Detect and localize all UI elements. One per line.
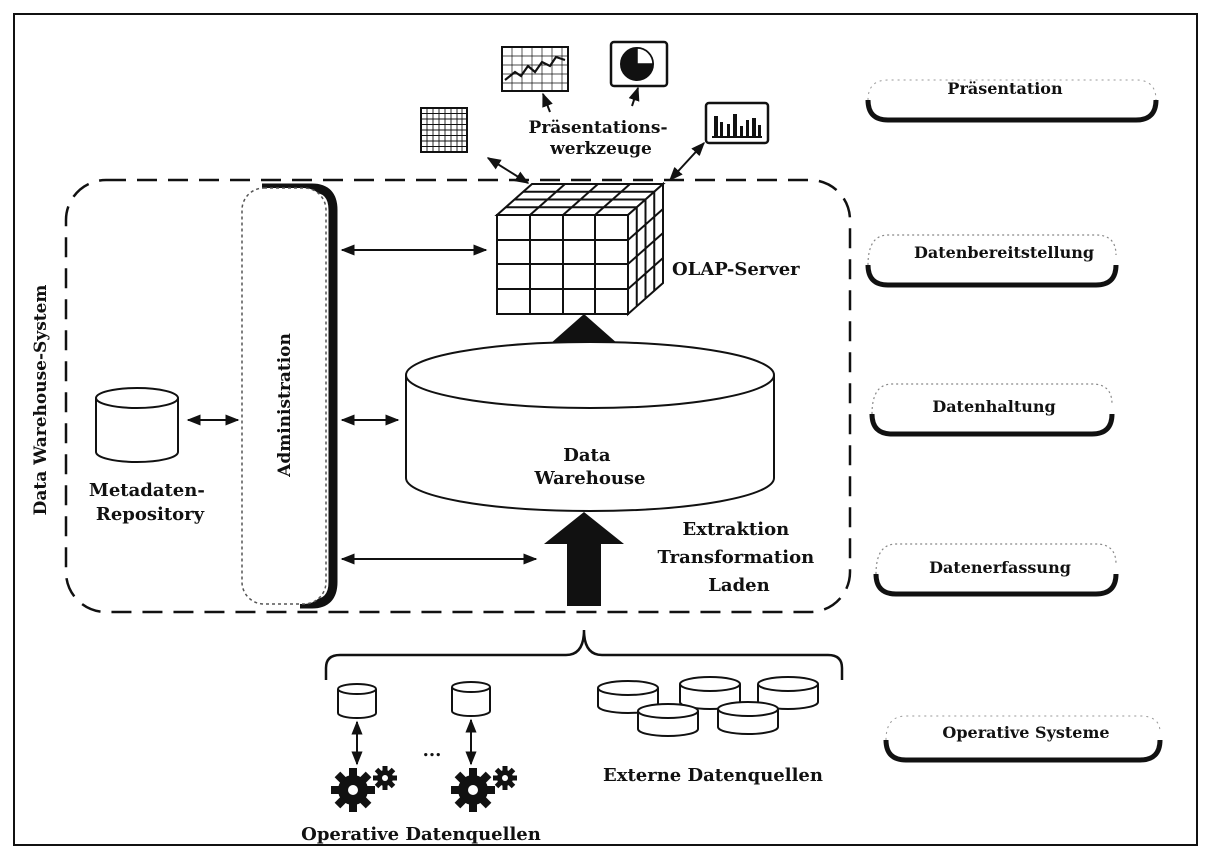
administration-label: Administration — [275, 333, 295, 478]
sources-brace — [324, 629, 844, 680]
operative-source-1 — [331, 683, 397, 812]
svg-text:Datenerfassung: Datenerfassung — [929, 558, 1071, 577]
gear-icon — [493, 766, 517, 790]
svg-text:Präsentation: Präsentation — [947, 79, 1063, 98]
layer-datenbereitstellung: Datenbereitstellung — [865, 234, 1119, 288]
system-boundary — [64, 178, 852, 614]
svg-text:Datenbereitstellung: Datenbereitstellung — [914, 243, 1094, 262]
svg-text:Operative Systeme: Operative Systeme — [942, 723, 1109, 742]
gear-icon — [373, 766, 397, 790]
administration-pillar — [241, 183, 338, 609]
metadata-repository-cylinder — [95, 387, 179, 463]
olap-server-label: OLAP-Server — [672, 259, 800, 280]
layer-datenerfassung: Datenerfassung — [873, 543, 1119, 597]
operative-source-2 — [451, 681, 517, 812]
metadata-repository-label: Metadaten- Repository — [89, 480, 211, 525]
etl-arrow — [544, 512, 624, 606]
etl-label: Extraktion Transformation Laden — [658, 519, 821, 596]
pie-chart-icon — [609, 40, 669, 88]
gear-icon — [331, 768, 375, 812]
outer-frame — [13, 13, 1198, 846]
bar-chart-icon — [704, 101, 770, 145]
ellipsis: ... — [423, 740, 442, 761]
layer-presentation: Präsentation — [865, 79, 1159, 123]
data-warehouse-label: Data Warehouse — [533, 445, 645, 489]
database-cylinder-icon — [405, 341, 775, 512]
tool-arrows — [486, 86, 705, 184]
operative-sources-label: Operative Datenquellen — [301, 824, 541, 845]
external-sources — [597, 676, 819, 737]
external-sources-label: Externe Datenquellen — [603, 765, 823, 786]
gear-icon — [451, 768, 495, 812]
admin-arrows — [186, 244, 538, 565]
olap-cube-icon — [494, 181, 666, 317]
layer-datenhaltung: Datenhaltung — [869, 383, 1115, 437]
layer-operative-systeme: Operative Systeme — [883, 715, 1163, 763]
grid-table-icon — [420, 107, 468, 153]
system-label: Data Warehouse-System — [31, 285, 51, 516]
line-chart-icon — [501, 46, 569, 92]
presentation-tools-label: Präsentations- werkzeuge — [529, 118, 674, 159]
svg-text:Datenhaltung: Datenhaltung — [932, 397, 1055, 416]
